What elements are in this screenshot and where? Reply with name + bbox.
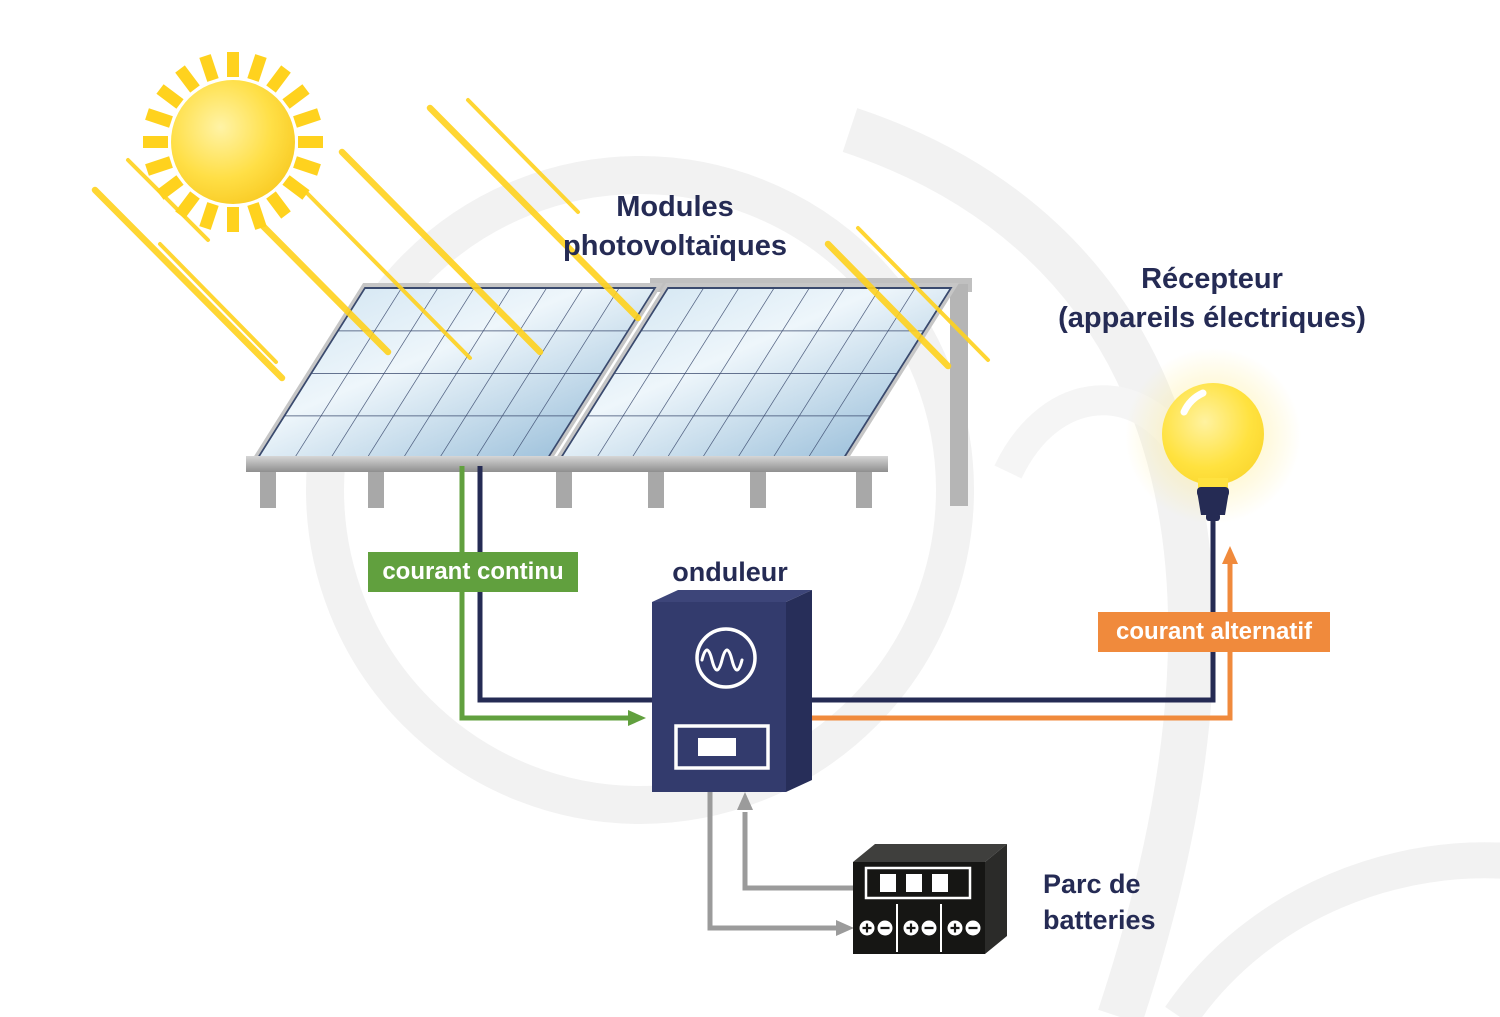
inverter-side-face [786, 590, 812, 792]
battery-discharge-arrowhead [737, 792, 753, 810]
panel-surfaces [249, 283, 960, 463]
ac-arrowhead [1222, 546, 1238, 564]
inverter-icon [652, 590, 812, 792]
solar-panels-icon [246, 283, 960, 508]
courant-continu-badge: courant continu [368, 552, 578, 592]
sine-wave-circle [695, 627, 757, 689]
connection-lines [459, 466, 1238, 936]
bulb-highlight [1180, 389, 1207, 416]
battery-cells [859, 920, 981, 936]
lightbulb-icon [1125, 348, 1301, 524]
onduleur-label: onduleur [672, 557, 788, 587]
battery-cell-dividers [896, 904, 942, 952]
modules-label-line1: Modules [616, 191, 734, 223]
battery-charge-arrowhead [836, 920, 854, 936]
battery-indicator-frame [864, 866, 972, 900]
inverter-display [674, 724, 770, 770]
bulb-base [1197, 491, 1229, 515]
sun-disc [171, 80, 295, 204]
sine-wave-icon [700, 648, 744, 672]
sun-icon [143, 52, 323, 232]
recepteur-label-line1: Récepteur [1141, 263, 1283, 295]
stand-legs [260, 472, 872, 508]
dc-line-green [459, 466, 632, 721]
batteries-label: Parc de batteries [1043, 866, 1223, 939]
modules-label: Modules photovoltaïques [505, 188, 845, 266]
battery-discharge-line [742, 812, 853, 891]
courant-alternatif-badge: courant alternatif [1098, 612, 1330, 652]
plus-minus-symbols [862, 923, 978, 933]
batteries-label-line2: batteries [1043, 905, 1156, 936]
inverter-top-face [652, 590, 812, 602]
battery-top-face [853, 844, 1007, 862]
battery-charge-line [707, 792, 838, 931]
recepteur-label: Récepteur (appareils électriques) [1032, 260, 1392, 338]
dc-line-navy [477, 466, 656, 703]
inverter-display-screen [698, 738, 736, 756]
dc-arrowhead [628, 710, 646, 726]
recepteur-label-line2: (appareils électriques) [1058, 302, 1366, 335]
stand-right-column [950, 284, 968, 506]
bulb-glass [1162, 383, 1264, 485]
stand-rail [246, 456, 888, 472]
bulb-tip [1206, 513, 1220, 521]
sun-beams [91, 98, 990, 382]
ac-line-navy [810, 520, 1216, 703]
battery-bank-icon [853, 844, 1007, 954]
modules-label-line2: photovoltaïques [563, 230, 787, 263]
battery-side-face [985, 844, 1007, 954]
sun-rays [143, 52, 323, 232]
battery-indicator-lights [880, 874, 948, 892]
batteries-label-line1: Parc de [1043, 869, 1141, 899]
